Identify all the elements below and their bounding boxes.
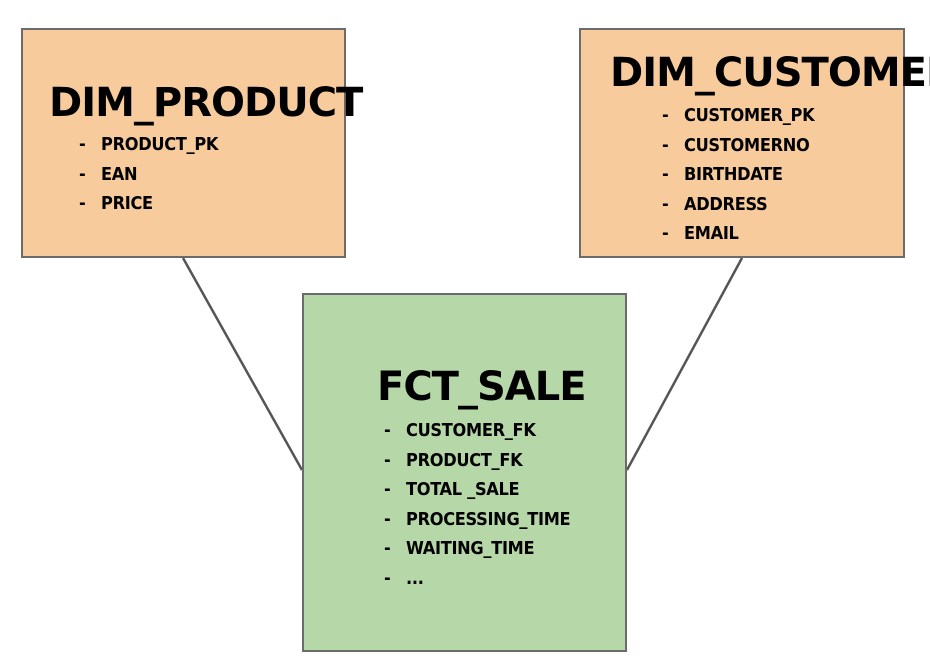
bullet: -	[79, 134, 86, 155]
field-name: PRICE	[101, 193, 153, 214]
connector-product-to-sale	[181, 257, 304, 471]
bullet: -	[662, 105, 669, 126]
bullet: -	[662, 223, 669, 244]
table-title: DIM_CUSTOMER	[610, 50, 930, 96]
bullet: -	[384, 420, 391, 441]
table-fct-sale: FCT_SALE - CUSTOMER_FK - PRODUCT_FK - TO…	[302, 293, 627, 652]
connector-customer-to-sale	[625, 257, 744, 471]
field-name: CUSTOMER_PK	[684, 105, 815, 126]
field-name: PRODUCT_FK	[406, 449, 523, 471]
bullet: -	[79, 163, 86, 185]
field-name: TOTAL _SALE	[406, 479, 520, 500]
field-name: CUSTOMER_FK	[406, 420, 536, 441]
bullet: -	[384, 449, 391, 471]
field-name: EAN	[101, 163, 138, 185]
bullet: -	[662, 193, 669, 215]
bullet: -	[384, 508, 391, 530]
bullet: -	[79, 193, 86, 214]
bullet: -	[662, 164, 669, 185]
bullet: -	[384, 479, 391, 500]
bullet: -	[384, 538, 391, 559]
field-name: ADDRESS	[684, 193, 768, 215]
field-name: CUSTOMERNO	[684, 134, 810, 156]
bullet: -	[384, 567, 391, 589]
bullet: -	[662, 134, 669, 156]
table-title: DIM_PRODUCT	[49, 80, 363, 126]
table-dim-product: DIM_PRODUCT - PRODUCT_PK - EAN - PRICE	[21, 28, 363, 258]
field-name: WAITING_TIME	[406, 538, 535, 559]
table-dim-customer: DIM_CUSTOMER - CUSTOMER_PK - CUSTOMERNO …	[579, 28, 930, 258]
field-name: BIRTHDATE	[684, 164, 783, 185]
field-name: ...	[406, 567, 424, 589]
field-name: PRODUCT_PK	[101, 134, 219, 155]
table-title: FCT_SALE	[377, 364, 587, 410]
field-name: EMAIL	[684, 223, 739, 244]
field-name: PROCESSING_TIME	[406, 508, 571, 530]
